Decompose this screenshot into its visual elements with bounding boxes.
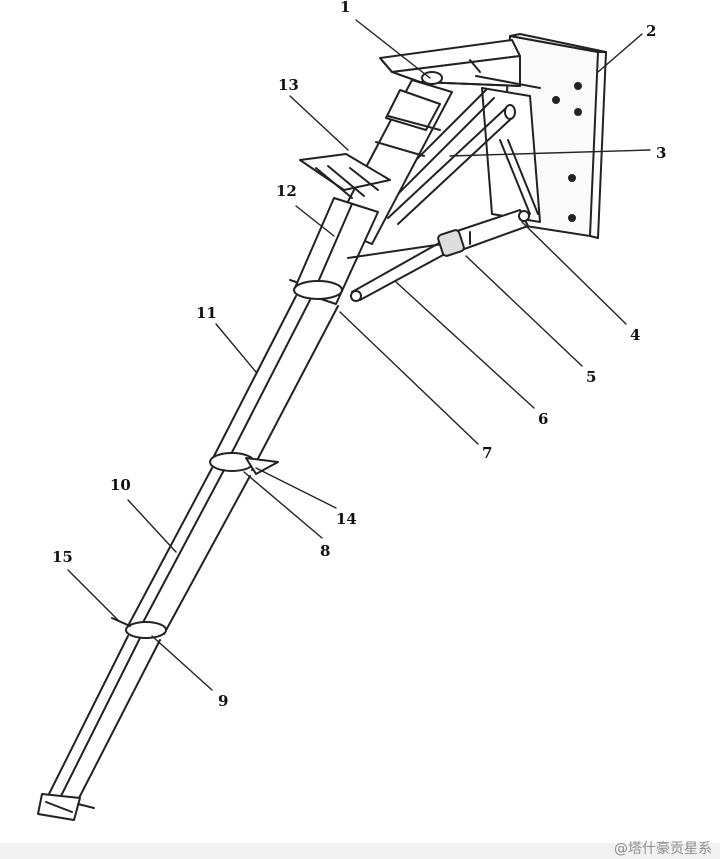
- hydraulic-cylinder: [437, 209, 530, 257]
- callout-7: 7: [482, 444, 492, 462]
- callout-12: 12: [276, 182, 297, 200]
- callout-9: 9: [218, 692, 228, 710]
- telescopic-tube-lower: [47, 635, 161, 801]
- callout-5: 5: [586, 368, 596, 386]
- callout-4: 4: [630, 326, 640, 344]
- callout-labels: 1 2 3 4 5 6 7 8 9 10 11 12 13 14 15: [52, 0, 666, 710]
- handle: [299, 153, 391, 199]
- callout-13: 13: [278, 76, 299, 94]
- callout-1: 1: [340, 0, 350, 16]
- clamp-ring-9: [111, 617, 167, 639]
- callout-14: 14: [336, 510, 357, 528]
- telescopic-tube-upper: [211, 295, 339, 471]
- telescopic-tube-middle: [127, 467, 251, 635]
- end-effector: [37, 793, 95, 821]
- callout-8: 8: [320, 542, 330, 560]
- callout-3: 3: [656, 144, 666, 162]
- side-bracket: [481, 87, 541, 223]
- clamp-ring-8: [209, 452, 279, 475]
- watermark: @塔什豪贡星系: [614, 841, 712, 857]
- middle-housing: [289, 197, 379, 305]
- bottom-strip: [0, 843, 720, 859]
- callout-6: 6: [538, 410, 548, 428]
- callout-15: 15: [52, 548, 73, 566]
- callout-10: 10: [110, 476, 131, 494]
- leader-lines: [67, 19, 651, 691]
- callout-11: 11: [196, 304, 217, 322]
- top-bracket: [379, 39, 541, 89]
- callout-2: 2: [646, 22, 656, 40]
